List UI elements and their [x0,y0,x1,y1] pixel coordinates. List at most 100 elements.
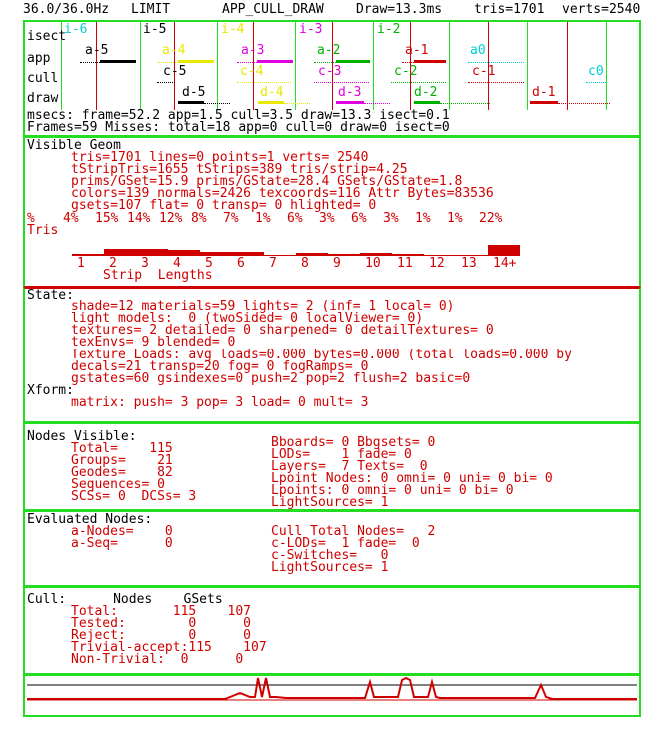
nodes-right-line: Lpoint Nodes: 0 omni= 0 uni= 0 bi= 0 [271,471,553,486]
pct-value: 3% [319,211,335,226]
draw-time: Draw=13.3ms [356,2,443,17]
draw-bar [336,101,364,104]
app-frame-label: a0 [470,43,486,58]
pct-value: 1% [255,211,271,226]
hist-bar [456,255,488,256]
draw-bar [178,101,204,104]
frame-rate: 36.0/36.0Hz [23,2,110,17]
hist-bar [328,254,360,256]
hist-tick: 7 [269,256,277,271]
evaluated-left-line: a-Nodes= 0 [71,524,173,539]
pct-label: % [27,211,35,226]
state-line: textures= 2 detailed= 0 sharpened= 0 det… [71,323,494,338]
hist-tick: 3 [141,256,149,271]
hist-tick: 9 [333,256,341,271]
hist-bar [360,253,392,256]
state-line: decals=21 transp=20 fog= 0 fogRamps= 0 [71,359,369,374]
app-frame-label: a-4 [162,43,186,58]
pct-value: 3% [383,211,399,226]
app-bar [178,60,214,63]
hist-tick: 2 [109,256,117,271]
hist-tick: 1 [77,256,85,271]
hist-bar [392,254,424,256]
isect-frame-label: i-3 [299,22,323,37]
draw-bar [414,101,440,104]
cull-row: Tested: 0 0 [71,616,252,631]
pct-value: 14% [127,211,151,226]
hist-label: Tris [27,223,59,238]
hist-axis-label: Strip Lengths [103,268,213,283]
hist-bar [200,252,232,256]
pct-value: 6% [287,211,303,226]
app-frame-label: a-5 [85,43,109,58]
row-label-cull: cull [27,71,59,86]
state-line: shade=12 materials=59 lights= 2 (inf= 1 … [71,299,455,314]
draw-frame-label: d-4 [260,85,284,100]
geom-line: tris=1701 lines=0 points=1 verts= 2540 [71,150,369,165]
nodes-left-line: Groups= 21 [71,453,173,468]
hist-tick: 4 [173,256,181,271]
cull-row: Total: 115 107 [71,604,252,619]
verts-count: verts=2540 [562,2,641,17]
cull-frame-label: c-2 [394,64,418,79]
xform-line: matrix: push= 3 pop= 3 load= 0 mult= 3 [71,395,369,410]
hist-bar [488,245,520,256]
evaluated-right-line: c-LODs= 1 fade= 0 [271,536,420,551]
app-frame-label: a-2 [317,43,341,58]
cull-frame-label: c-5 [163,64,187,79]
app-bar [257,60,293,63]
app-bar [100,60,136,63]
row-label-isect: isect [27,29,67,44]
phase-mode: LIMIT [131,2,171,17]
nodes-right-line: Lpoints: 0 omni= 0 uni= 0 bi= 0 [271,483,514,498]
evaluated-right-line: c-Switches= 0 [271,548,389,563]
draw-frame-label: d-2 [414,85,438,100]
evaluated-right-line: Cull Total Nodes= 2 [271,524,436,539]
row-label-app: app [27,51,51,66]
isect-frame-label: i-5 [143,22,167,37]
hist-tick: 5 [205,256,213,271]
hist-bar [232,252,264,256]
draw-frame-label: d-1 [532,85,556,100]
cull-title: Cull: Nodes GSets [27,592,223,607]
hist-tick: 6 [237,256,245,271]
hist-tick: 12 [429,256,445,271]
cull-row: Reject: 0 0 [71,628,252,643]
evaluated-right-line: LightSources= 1 [271,560,389,575]
hist-bar [264,255,296,256]
isect-frame-label: i-2 [377,22,401,37]
app-frame-label: a-1 [405,43,429,58]
frames-line: Frames=59 Misses: total=18 app=0 cull=0 … [27,120,450,135]
draw-bar [530,101,558,104]
pct-value: 1% [447,211,463,226]
isect-frame-label: i-6 [64,22,88,37]
evaluated-left-line: a-Seq= 0 [71,536,173,551]
geom-line: tStripTris=1655 tStrips=389 tris/strip=4… [71,162,408,177]
hist-bar [296,253,328,256]
hist-tick: 8 [301,256,309,271]
app-bar [336,60,370,63]
geom-line: gsets=107 flat= 0 transp= 0 hlighted= 0 [71,198,377,213]
state-line: texEnvs= 9 blended= 0 [71,335,236,350]
nodes-right-line: Layers= 7 Texts= 0 [271,459,428,474]
cull-row: Non-Trivial: 0 0 [71,652,244,667]
hist-bar [104,249,136,256]
pct-value: 6% [351,211,367,226]
state-line: light models: 0 (twoSided= 0 localViewer… [71,311,424,326]
xform-title: Xform: [27,383,74,398]
state-line: Texture Loads: avg loads=0.000 bytes=0.0… [71,349,572,361]
hist-bar [424,255,456,256]
nodes-left-line: Geodes= 82 [71,465,173,480]
pct-value: 4% [63,211,79,226]
isect-frame-label: i-4 [221,22,245,37]
hist-tick: 10 [365,256,381,271]
pct-value: 7% [223,211,239,226]
nodes-left-line: Sequences= 0 [71,477,165,492]
pct-value: 15% [95,211,119,226]
state-title: State: [27,288,74,303]
draw-frame-label: d-3 [338,85,362,100]
evaluated-title: Evaluated Nodes: [27,512,153,527]
hist-bar [168,250,200,256]
nodes-left-line: Total= 115 [71,441,173,456]
process-model: APP_CULL_DRAW [222,2,324,17]
